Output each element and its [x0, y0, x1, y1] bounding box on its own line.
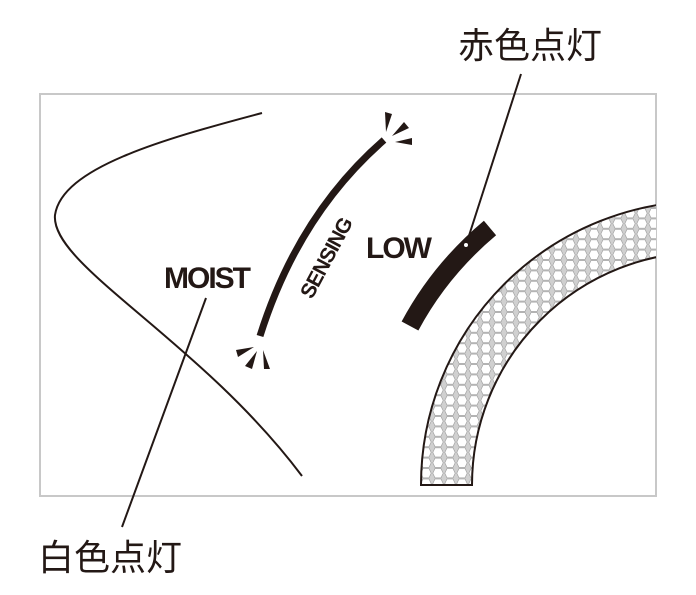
red-lit-leader-line [465, 73, 522, 246]
hex-ring-lamp [419, 204, 656, 486]
white-lit-leader-line [121, 297, 207, 528]
low-indicator-bar [401, 220, 497, 331]
red-lit-leader-dot [463, 242, 469, 248]
sensing-glow-ticks-bottom [236, 347, 270, 369]
housing-outline [53, 112, 303, 477]
red-lit-caption: 赤色点灯 [458, 26, 602, 67]
sensing-arc-bar [256, 137, 387, 338]
low-label: LOW [366, 232, 433, 265]
moist-label: MOIST [164, 262, 251, 295]
sensing-glow-ticks-top [385, 112, 412, 145]
white-lit-caption: 白色点灯 [38, 538, 182, 579]
